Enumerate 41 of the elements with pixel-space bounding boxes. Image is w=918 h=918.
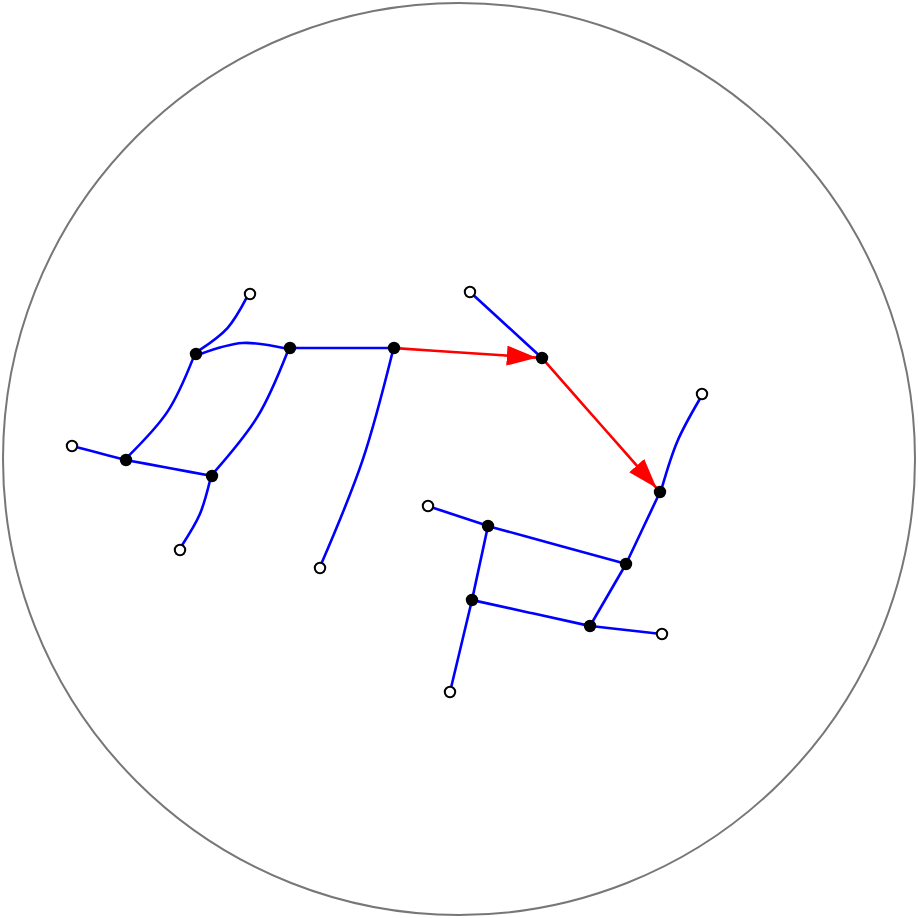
connector-line xyxy=(76,446,122,460)
connector-line xyxy=(476,599,586,627)
connector-line xyxy=(595,625,657,635)
junction-dot xyxy=(205,469,219,483)
endpoint-circle xyxy=(695,387,709,401)
endpoint-circle xyxy=(243,287,257,301)
connector-line xyxy=(320,352,394,564)
connector-line xyxy=(627,496,659,560)
junction-dot xyxy=(387,341,401,355)
junction-dot xyxy=(189,347,203,361)
connector-line xyxy=(213,351,289,473)
connector-line xyxy=(200,341,286,355)
endpoint-circle xyxy=(421,499,435,513)
connector-line xyxy=(180,480,212,546)
connector-line xyxy=(432,506,484,526)
connector-line xyxy=(127,357,195,457)
endpoint-circle xyxy=(443,685,457,699)
connector-line xyxy=(471,530,489,596)
connector-line xyxy=(472,294,540,356)
junction-dot xyxy=(619,557,633,571)
junction-dot xyxy=(653,485,667,499)
connector-line xyxy=(295,346,389,350)
connector-line xyxy=(449,604,473,688)
junction-dot xyxy=(119,453,133,467)
endpoint-circle xyxy=(173,543,187,557)
arrow xyxy=(544,361,658,489)
junction-dot xyxy=(283,341,297,355)
connector-line xyxy=(130,459,208,477)
connector-line xyxy=(198,297,248,352)
endpoint-circle xyxy=(65,439,79,453)
junction-dot xyxy=(481,519,495,533)
endpoint-circle xyxy=(655,627,669,641)
junction-dot xyxy=(535,351,549,365)
connector-line xyxy=(660,398,702,488)
arrow xyxy=(399,345,537,366)
connector-line xyxy=(492,526,622,564)
endpoint-circle xyxy=(313,561,327,575)
connector-line xyxy=(591,567,625,623)
endpoint-circle xyxy=(463,285,477,299)
junction-dot xyxy=(465,593,479,607)
junction-dot xyxy=(583,619,597,633)
